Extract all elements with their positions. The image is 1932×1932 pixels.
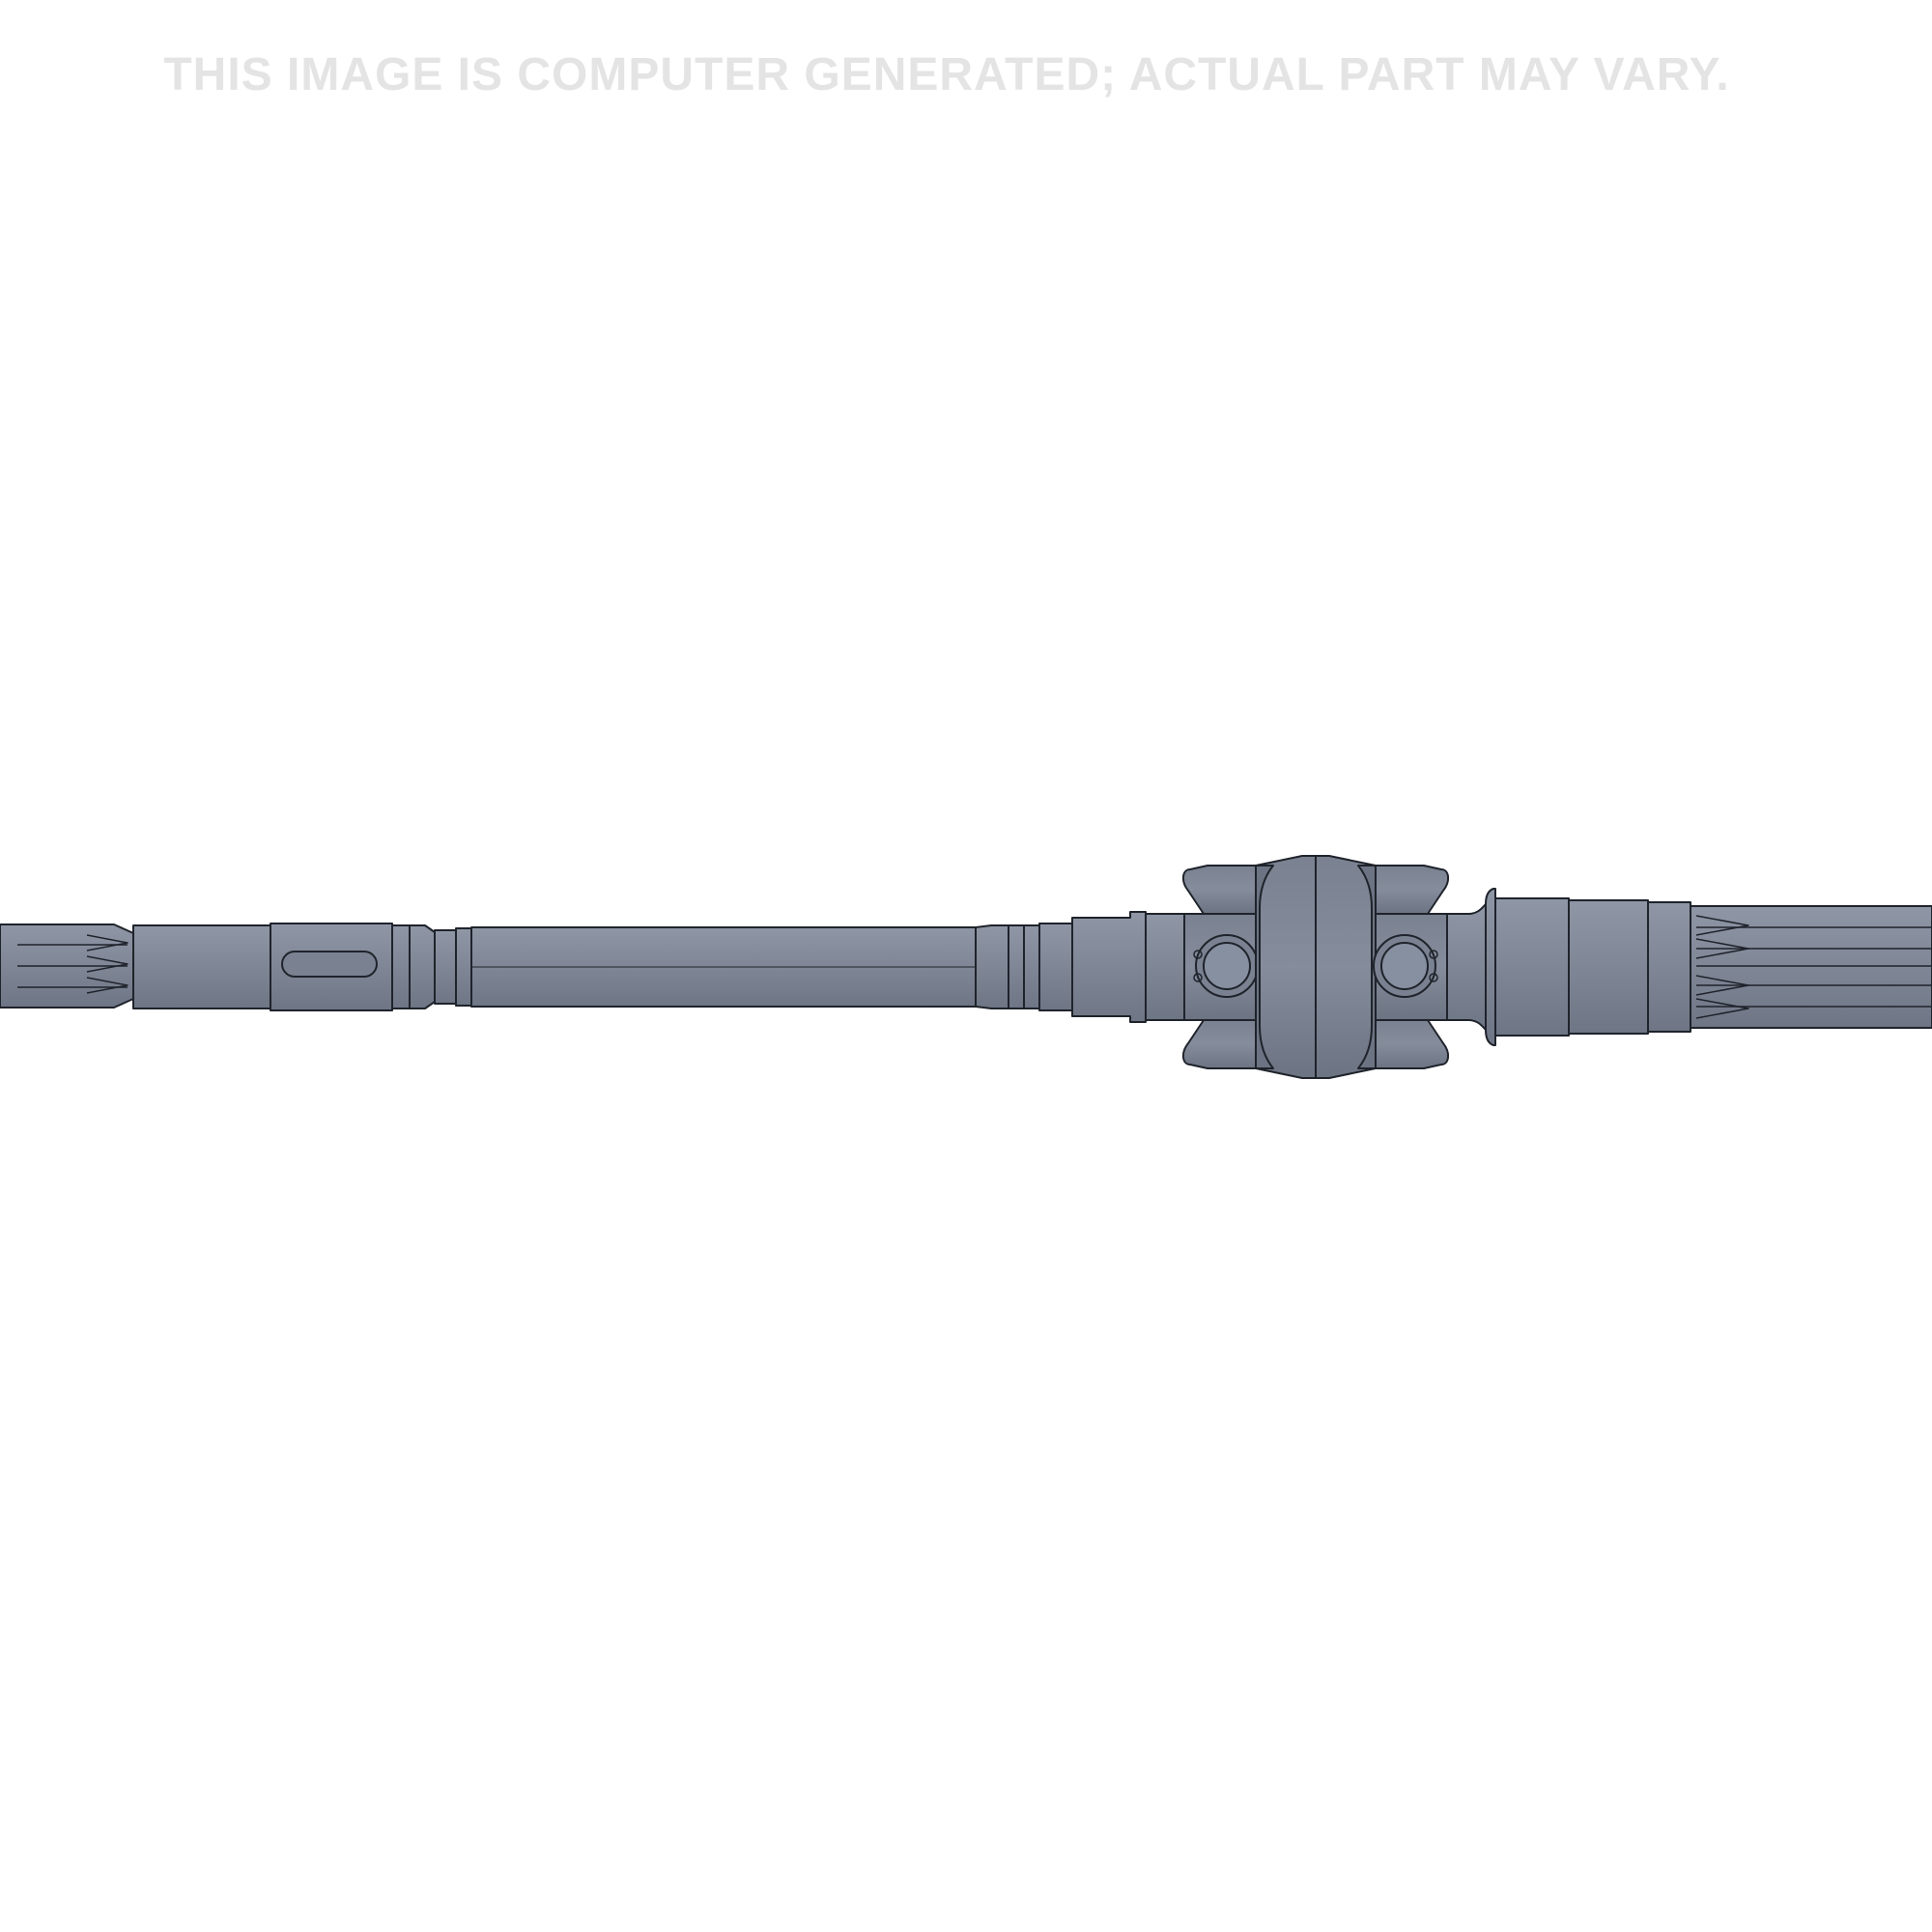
outer-yoke — [1373, 865, 1449, 1069]
right-spline-end — [1690, 905, 1932, 1029]
left-spline-end — [0, 923, 134, 1009]
disclaimer-watermark-text: THIS IMAGE IS COMPUTER GENERATED; ACTUAL… — [163, 49, 1730, 100]
center-yoke-body — [1255, 855, 1377, 1079]
shaft-neck — [409, 924, 472, 1009]
outer-yoke-neck — [1446, 888, 1496, 1046]
outer-stub-shaft — [1494, 897, 1691, 1037]
inner-yoke-collar — [1071, 911, 1185, 1023]
shaft-shoulder — [975, 923, 1073, 1011]
inner-yoke — [1182, 865, 1259, 1069]
main-shaft — [470, 926, 977, 1008]
keyway-section — [132, 923, 411, 1011]
